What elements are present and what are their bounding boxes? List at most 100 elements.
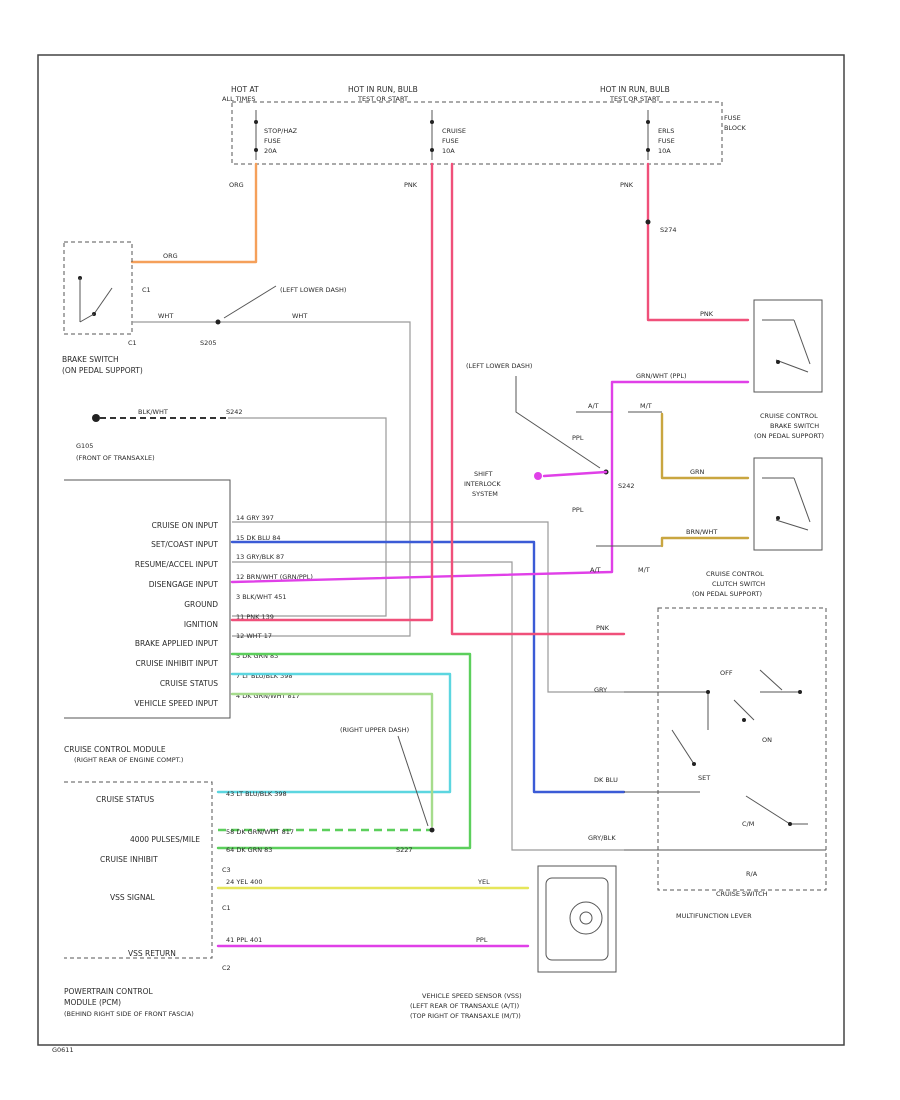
ground-g105-location: (FRONT OF TRANSAXLE) (76, 454, 155, 462)
ccm-pin-15: 15 DK BLU 84 (236, 534, 281, 542)
fuse-3-name: ERLS (658, 127, 674, 135)
wire-label-gry-blk: GRY/BLK (588, 834, 616, 842)
switch-ra-label: R/A (746, 870, 758, 878)
wire-label-yel: YEL (477, 878, 490, 886)
pcm-location: (BEHIND RIGHT SIDE OF FRONT FASCIA) (64, 1010, 194, 1018)
fuse-3-word: FUSE (658, 137, 675, 145)
ccm-input-ignition: IGNITION (184, 620, 218, 629)
pcm-vss-signal: VSS SIGNAL (110, 893, 156, 902)
brake-switch-c1-bottom: C1 (128, 339, 137, 347)
wire-label-brn-wht: BRN/WHT (686, 528, 717, 536)
brake-switch: C1 C1 BRAKE SWITCH (ON PEDAL SUPPORT) (62, 241, 151, 375)
pcm-connector-c3: C3 (222, 866, 231, 874)
clutch-switch-location: (ON PEDAL SUPPORT) (692, 590, 762, 598)
wire-label-wht-2: WHT (292, 312, 307, 320)
ccm-pin-14: 14 GRY 397 (236, 514, 274, 522)
pcm-4000-pulses: 4000 PULSES/MILE (130, 835, 200, 844)
cruise-control-module: CRUISE ON INPUT SET/COAST INPUT RESUME/A… (64, 479, 313, 764)
wire-label-ppl-vss: PPL (476, 936, 488, 944)
cruise-brake-switch-name: BRAKE SWITCH (770, 422, 819, 430)
multifunction-lever-label: MULTIFUNCTION LEVER (676, 912, 752, 920)
wire-label-grn: GRN (690, 468, 705, 476)
wire-label-pnk-1: PNK (404, 181, 418, 189)
hot-run-sub-2: TEST OR START (609, 95, 660, 103)
pcm-connector-c2: C2 (222, 964, 231, 972)
fuse-2-name: CRUISE (442, 127, 466, 135)
ccm-pin-12b: 12 WHT 17 (236, 632, 272, 640)
ccm-input-inhibit: CRUISE INHIBIT INPUT (136, 659, 219, 668)
fuse-block-label: FUSE (724, 114, 741, 122)
splice-s242-junction: S242 (618, 482, 635, 490)
fuse-1-word: FUSE (264, 137, 281, 145)
pcm-cruise-status: CRUISE STATUS (96, 795, 154, 804)
wire-label-grn-wht-ppl: GRN/WHT (PPL) (636, 372, 687, 380)
mt-label-top: M/T (640, 402, 652, 410)
ccm-input-ground: GROUND (184, 600, 218, 609)
ccm-pin-4: 4 DK GRN/WHT 817 (236, 692, 300, 700)
ccm-input-status: CRUISE STATUS (160, 679, 218, 688)
ccm-input-disengage: DISENGAGE INPUT (149, 580, 219, 589)
fuse-2-word: FUSE (442, 137, 459, 145)
brake-switch-c1: C1 (142, 286, 151, 294)
wire-label-ppl-2: PPL (572, 506, 584, 514)
ccm-location: (RIGHT REAR OF ENGINE COMPT.) (74, 756, 183, 764)
brake-switch-title: BRAKE SWITCH (62, 355, 119, 364)
shift-interlock-1: SHIFT (474, 470, 493, 478)
pcm-vss-return: VSS RETURN (128, 949, 176, 958)
hot-run-label-2: HOT IN RUN, BULB (600, 85, 670, 94)
fuse-block: HOT AT ALL TIMES HOT IN RUN, BULB TEST O… (222, 85, 747, 165)
vss-title: VEHICLE SPEED SENSOR (VSS) (422, 992, 522, 1000)
wire-label-dk-blu: DK BLU (594, 776, 618, 784)
at-label-top: A/T (588, 402, 599, 410)
fuse-2-rating: 10A (442, 147, 455, 155)
wire-label-wht: WHT (158, 312, 173, 320)
hot-at-sub: ALL TIMES (222, 95, 255, 103)
wire-label-pnk-3: PNK (700, 310, 714, 318)
hot-run-sub-1: TEST OR START (357, 95, 408, 103)
ccm-pin-11: 11 PNK 139 (236, 613, 274, 621)
at-label-bottom: A/T (590, 566, 601, 574)
ccm-pin-12: 12 BRN/WHT (GRN/PPL) (236, 573, 313, 581)
vehicle-speed-sensor: VEHICLE SPEED SENSOR (VSS) (LEFT REAR OF… (410, 865, 617, 1020)
ccm-pin-13: 13 GRY/BLK 87 (236, 553, 284, 561)
left-lower-dash-label: (LEFT LOWER DASH) (280, 286, 346, 294)
pcm-title: POWERTRAIN CONTROL (64, 987, 154, 996)
pcm-cruise-inhibit: CRUISE INHIBIT (100, 855, 158, 864)
powertrain-control-module: CRUISE STATUS 4000 PULSES/MILE CRUISE IN… (64, 781, 294, 1018)
switch-set-label: SET (698, 774, 710, 782)
wire-label-ppl: PPL (572, 434, 584, 442)
wire-label-pnk-2: PNK (620, 181, 634, 189)
switch-cm-label: C/M (742, 820, 754, 828)
shift-interlock-3: SYSTEM (472, 490, 498, 498)
diagram-frame (37, 54, 845, 1046)
hot-at-label: HOT AT (231, 85, 259, 94)
ccm-input-resume: RESUME/ACCEL INPUT (135, 560, 219, 569)
clutch-switch-name: CLUTCH SWITCH (712, 580, 765, 588)
fuse-1-rating: 20A (264, 147, 277, 155)
ccm-input-cruise-on: CRUISE ON INPUT (152, 521, 219, 530)
right-upper-dash-label: (RIGHT UPPER DASH) (340, 726, 409, 734)
vss-location-mt: (TOP RIGHT OF TRANSAXLE (M/T)) (410, 1012, 521, 1020)
shift-interlock-2: INTERLOCK (464, 480, 501, 488)
wire-label-gry: GRY (594, 686, 607, 694)
cruise-switch: OFF ON SET R/A C/M CRUISE SWITCH MULTIFU… (624, 607, 827, 920)
cruise-brake-switch-title: CRUISE CONTROL (760, 412, 818, 420)
vss-location-at: (LEFT REAR OF TRANSAXLE (A/T)) (410, 1002, 519, 1010)
figure-code: G0611 (52, 1046, 74, 1054)
left-lower-dash-label-2: (LEFT LOWER DASH) (466, 362, 532, 370)
ccm-input-vehicle-speed: VEHICLE SPEED INPUT (134, 699, 218, 708)
pcm-pin-58: 58 DK GRN/WHT 817 (226, 828, 294, 836)
splice-s242: S242 (226, 408, 243, 416)
wire-label-blk-wht: BLK/WHT (138, 408, 168, 416)
fuse-3-rating: 10A (658, 147, 671, 155)
ground-g105: G105 (76, 442, 93, 450)
wire-label-org-2: ORG (163, 252, 178, 260)
splice-s227: S227 (396, 846, 413, 854)
wire-label-pnk-bottom: PNK (596, 624, 610, 632)
ccm-pin-7: 7 LT BLU/BLK 398 (236, 672, 293, 680)
ccm-pin-5: 5 DK GRN 83 (236, 652, 278, 660)
wire-label-org: ORG (229, 181, 244, 189)
fuse-block-label-2: BLOCK (724, 124, 747, 132)
ccm-pin-3: 3 BLK/WHT 451 (236, 593, 287, 601)
